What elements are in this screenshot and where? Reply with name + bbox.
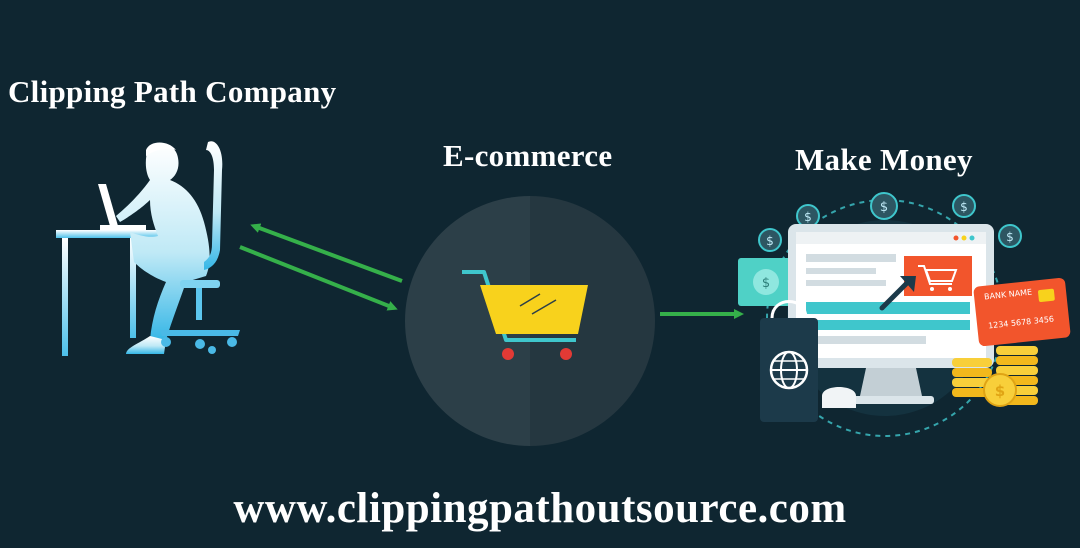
credit-card-icon [973, 277, 1071, 347]
cursor-icon [879, 276, 916, 311]
svg-text:$: $ [762, 276, 770, 291]
svg-text:$: $ [880, 200, 888, 215]
svg-text:$: $ [1006, 230, 1014, 244]
worker-icon [56, 141, 240, 356]
ecommerce-node [405, 196, 655, 446]
money-node: $ $ $ $ $ $ [738, 192, 1071, 437]
coin-stack-icon: $ [952, 346, 1038, 407]
svg-text:$: $ [766, 234, 774, 248]
svg-text:$: $ [960, 200, 968, 214]
shopping-cart-icon [462, 270, 588, 360]
make-money-label: Make Money [795, 142, 973, 177]
arrow-company-to-ecommerce [239, 245, 398, 311]
company-label: Clipping Path Company [8, 74, 337, 109]
flow-arrows [239, 223, 744, 319]
dollar-coin-icon: $ [870, 192, 898, 220]
dollar-coin-icon: $ [952, 194, 976, 218]
shopping-bag-icon [760, 300, 818, 422]
dollar-coin-icon: $ [796, 204, 820, 228]
svg-text:$: $ [995, 382, 1005, 400]
globe-icon [769, 350, 809, 390]
website-url[interactable]: www.clippingpathoutsource.com [233, 485, 847, 532]
svg-text:$: $ [804, 210, 812, 224]
banknote-icon: $ [738, 258, 794, 306]
arrow-ecommerce-to-company [250, 223, 403, 283]
dollar-coin-icon: $ [998, 224, 1022, 248]
dollar-coin-icon: $ [758, 228, 782, 252]
ecommerce-label: E-commerce [443, 138, 613, 173]
